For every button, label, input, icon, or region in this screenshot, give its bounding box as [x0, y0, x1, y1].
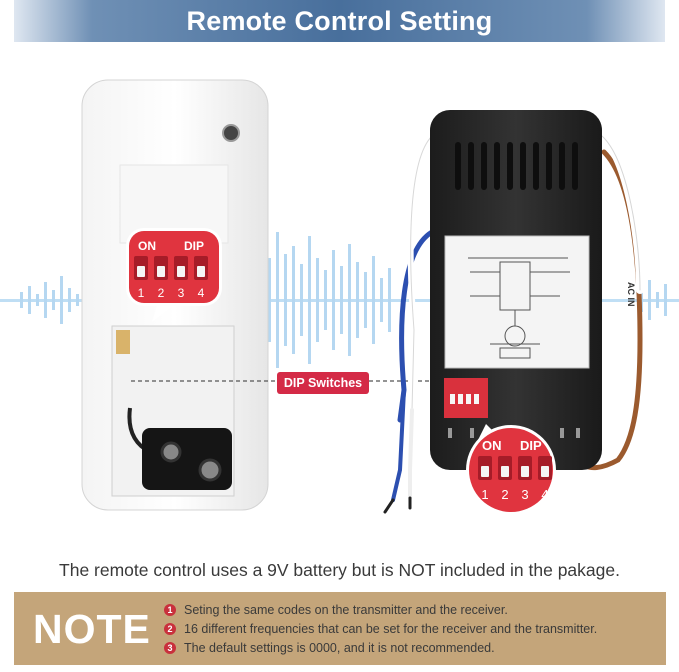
battery-caption: The remote control uses a 9V battery but… — [59, 560, 620, 580]
remote-dip-number: 3 — [178, 286, 185, 300]
dip-switches-label: DIP Switches — [283, 376, 363, 390]
remote-dip-zoom: ON DIP 1 2 3 4 — [126, 228, 222, 322]
remote-dip-number: 4 — [198, 286, 205, 300]
note-text: 16 different frequencies that can be set… — [184, 621, 598, 636]
note-list: 1 Seting the same codes on the transmitt… — [164, 600, 597, 657]
note-text: The default settings is 0000, and it is … — [184, 640, 495, 655]
receiver-dip-dip-label: DIP — [520, 438, 542, 453]
receiver-dip-on-label: ON — [482, 438, 502, 453]
product-photo: ON DIP 1 2 3 4 — [0, 79, 679, 515]
dip-switches-callout: DIP Switches — [277, 372, 369, 394]
led-indicator — [222, 124, 240, 142]
note-item: 2 16 different frequencies that can be s… — [164, 619, 597, 638]
note-number-badge: 3 — [164, 641, 176, 654]
note-title: NOTE — [33, 606, 151, 652]
note-number-badge: 2 — [164, 622, 176, 635]
note-item: 3 The default settings is 0000, and it i… — [164, 638, 597, 657]
fan-receiver — [430, 110, 602, 470]
wire-label: AC IN — [626, 282, 636, 307]
receiver-wires — [383, 132, 644, 514]
note-item: 1 Seting the same codes on the transmitt… — [164, 600, 597, 619]
note-text: Seting the same codes on the transmitter… — [184, 602, 508, 617]
remote-dip-on-label: ON — [138, 239, 156, 253]
title-banner: Remote Control Setting — [14, 0, 665, 42]
receiver-dip-number: 1 — [481, 487, 488, 502]
remote-dip-number: 1 — [138, 286, 145, 300]
note-panel: NOTE 1 Seting the same codes on the tran… — [14, 592, 666, 665]
battery-clip — [142, 428, 232, 490]
remote-dip-number: 2 — [158, 286, 165, 300]
note-number-badge: 1 — [164, 603, 176, 616]
receiver-dip-number: 4 — [541, 487, 548, 502]
receiver-dip-zoom: ON DIP 1 2 3 4 — [466, 424, 556, 515]
receiver-dip-number: 2 — [501, 487, 508, 502]
remote-dip-dip-label: DIP — [184, 239, 204, 253]
page-title: Remote Control Setting — [186, 5, 493, 36]
receiver-dip-number: 3 — [521, 487, 528, 502]
